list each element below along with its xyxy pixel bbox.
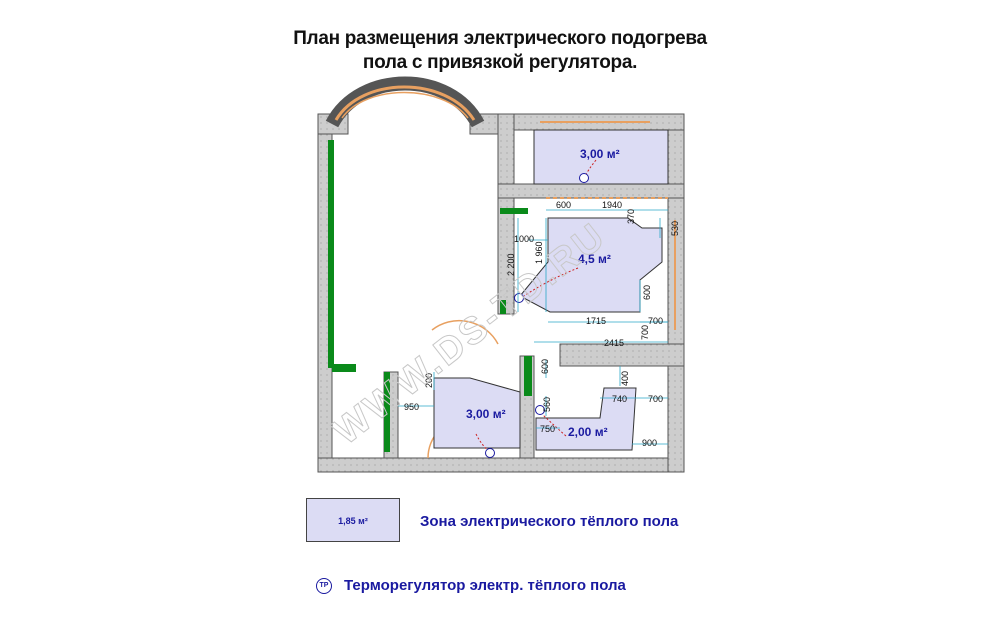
partition-horizontal-1 bbox=[497, 183, 685, 199]
plan-title-line-2: пола с привязкой регулятора. bbox=[362, 52, 638, 73]
heated-zones bbox=[433, 129, 669, 451]
bottom-wall bbox=[317, 457, 685, 473]
area-label-center: 4,5 м² bbox=[578, 252, 611, 266]
dim-1960: 1 960 bbox=[534, 241, 544, 264]
zone-bottom-left bbox=[433, 377, 521, 449]
thermostat-markers bbox=[485, 173, 589, 458]
green-wall-corner bbox=[500, 300, 506, 314]
thermostat-icon-2 bbox=[514, 293, 524, 303]
partition-horizontal-2 bbox=[559, 343, 685, 367]
dim-200: 200 bbox=[424, 373, 434, 388]
windows bbox=[540, 121, 676, 330]
dim-700-a: 700 bbox=[648, 316, 663, 326]
legend-zone-swatch: 1,85 м² bbox=[306, 498, 400, 542]
bay-window bbox=[325, 76, 485, 128]
legend-thermostat-label: Терморегулятор электр. тёплого пола bbox=[344, 577, 626, 594]
dim-370: 370 bbox=[626, 209, 636, 224]
dim-2415: 2415 bbox=[604, 338, 624, 348]
dim-740: 740 bbox=[612, 394, 627, 404]
dim-400: 400 bbox=[620, 371, 630, 386]
green-wall-corridor bbox=[500, 208, 528, 214]
green-wall-left bbox=[328, 140, 334, 368]
dim-900: 900 bbox=[642, 438, 657, 448]
plan-title-line-1: План размещения электрического подогрева bbox=[293, 28, 707, 49]
dim-530: 530 bbox=[670, 221, 680, 236]
dim-1000: 1000 bbox=[514, 234, 534, 244]
area-label-bottom-left: 3,00 м² bbox=[466, 407, 506, 421]
dim-700-c: 700 bbox=[648, 394, 663, 404]
dim-1715: 1715 bbox=[586, 316, 606, 326]
dim-560: 560 bbox=[542, 397, 552, 412]
dimension-lines bbox=[398, 209, 668, 445]
area-label-top-right: 3,00 м² bbox=[580, 147, 620, 161]
dim-600-top: 600 bbox=[556, 200, 571, 210]
zone-bottom-right bbox=[535, 387, 637, 451]
dim-600-mid: 600 bbox=[540, 359, 550, 374]
thermostat-icon-4 bbox=[535, 405, 545, 415]
green-wall-room bbox=[384, 372, 390, 452]
green-wall-bath bbox=[524, 356, 532, 396]
area-label-bottom-right: 2,00 м² bbox=[568, 425, 608, 439]
dim-600-right: 600 bbox=[642, 285, 652, 300]
dim-2200: 2 200 bbox=[506, 253, 516, 276]
legend-zone-swatch-label: 1,85 м² bbox=[338, 516, 368, 526]
legend-zone-label: Зона электрического тёплого пола bbox=[420, 513, 679, 530]
dim-950: 950 bbox=[404, 402, 419, 412]
dim-1940: 1940 bbox=[602, 200, 622, 210]
green-wall-left-bottom bbox=[332, 364, 356, 372]
thermostat-icon-1 bbox=[579, 173, 589, 183]
dim-750: 750 bbox=[540, 424, 555, 434]
green-walls bbox=[328, 140, 532, 452]
zone-top-right bbox=[533, 129, 669, 185]
thermostat-legend-icon: ТР bbox=[316, 578, 332, 594]
thermostat-icon-3 bbox=[485, 448, 495, 458]
dim-700-b: 700 bbox=[640, 325, 650, 340]
